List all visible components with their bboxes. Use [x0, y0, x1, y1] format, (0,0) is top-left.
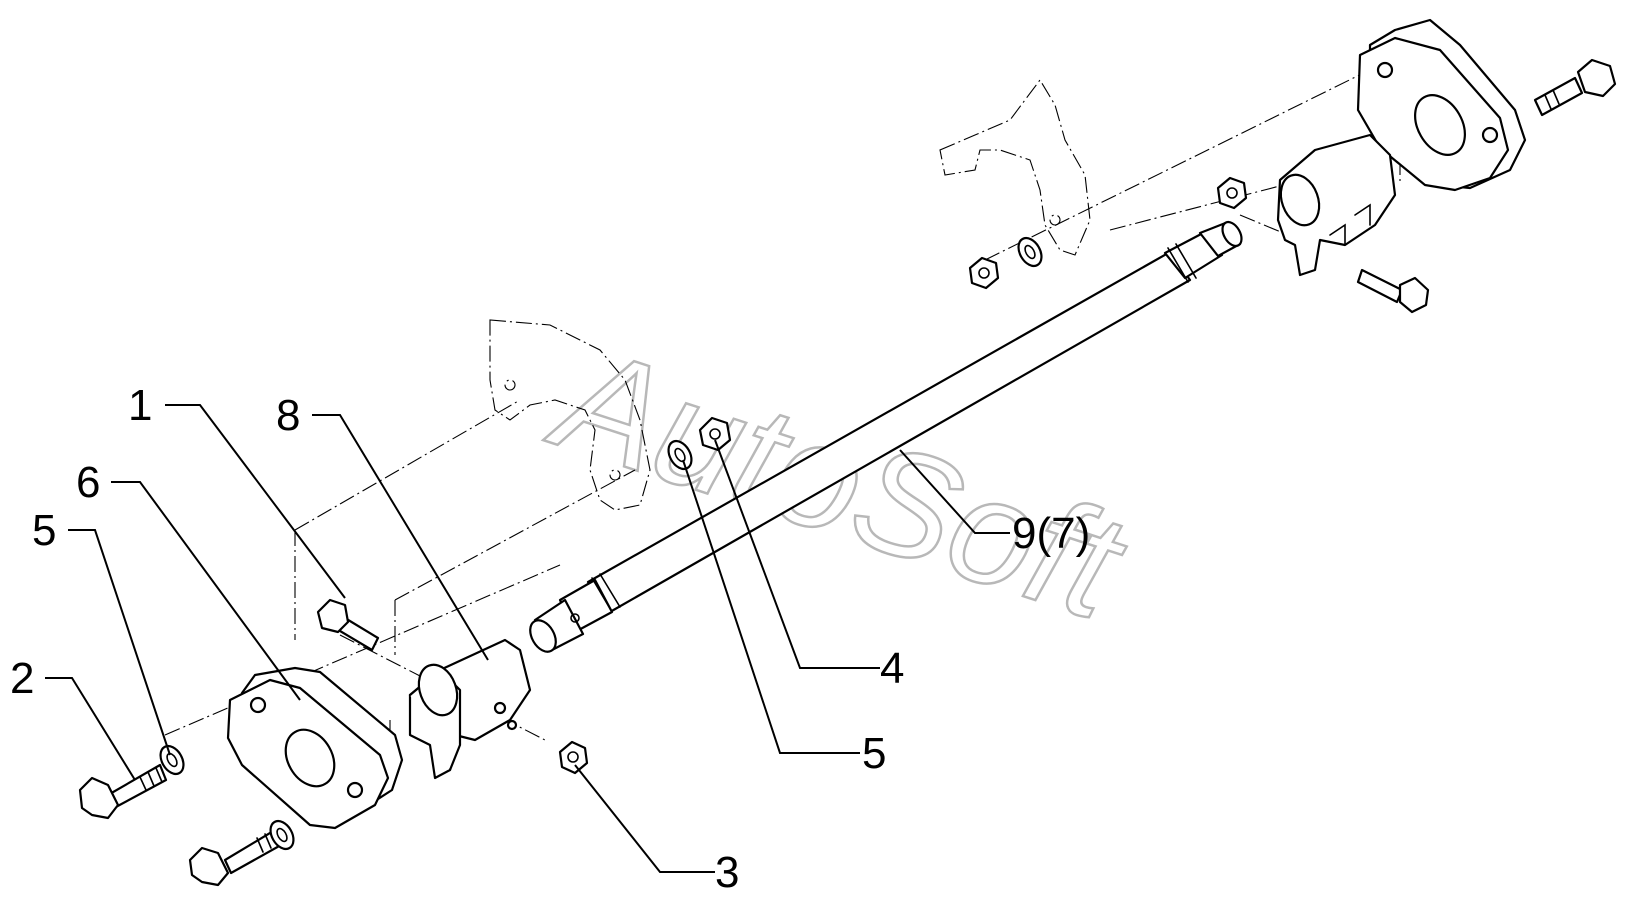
callout-6: 6: [76, 458, 100, 507]
washer-right: [1017, 236, 1043, 268]
shaft-part-9: [529, 220, 1243, 653]
leader-lines: [45, 404, 1010, 873]
clamp-right: [1276, 133, 1397, 277]
callout-5-left: 5: [32, 506, 56, 555]
nut-part-4: [698, 416, 732, 452]
callout-3: 3: [715, 848, 739, 897]
flange-right: [1356, 18, 1527, 192]
bolt-upper-right: [1533, 58, 1617, 117]
frame-bracket-ghost-right: [939, 79, 1091, 256]
nut-part-3: [558, 740, 589, 775]
flange-part-6: [226, 666, 404, 830]
washer-part-5-center: [667, 439, 693, 471]
callout-1: 1: [128, 381, 152, 430]
bolt-right-clamp: [1356, 268, 1430, 314]
washer-lower-left: [269, 819, 295, 851]
callout-8: 8: [276, 391, 300, 440]
callout-4: 4: [880, 644, 904, 693]
bolt-part-1: [316, 598, 380, 652]
callout-2: 2: [10, 654, 34, 703]
callout-9-7: 9(7): [1012, 509, 1090, 558]
callout-5-center: 5: [862, 729, 886, 778]
bolt-lower-left: [188, 828, 283, 887]
bolt-part-2: [78, 763, 168, 820]
nut-right-lower: [968, 256, 1000, 290]
callout-labels: 1 8 6 5 2 4 5 3 9(7): [10, 381, 1090, 897]
clamp-part-8: [408, 638, 532, 780]
frame-bracket-ghost-left: [489, 319, 651, 511]
nut-right-top: [1216, 176, 1248, 210]
washer-part-5-left: [159, 744, 185, 776]
